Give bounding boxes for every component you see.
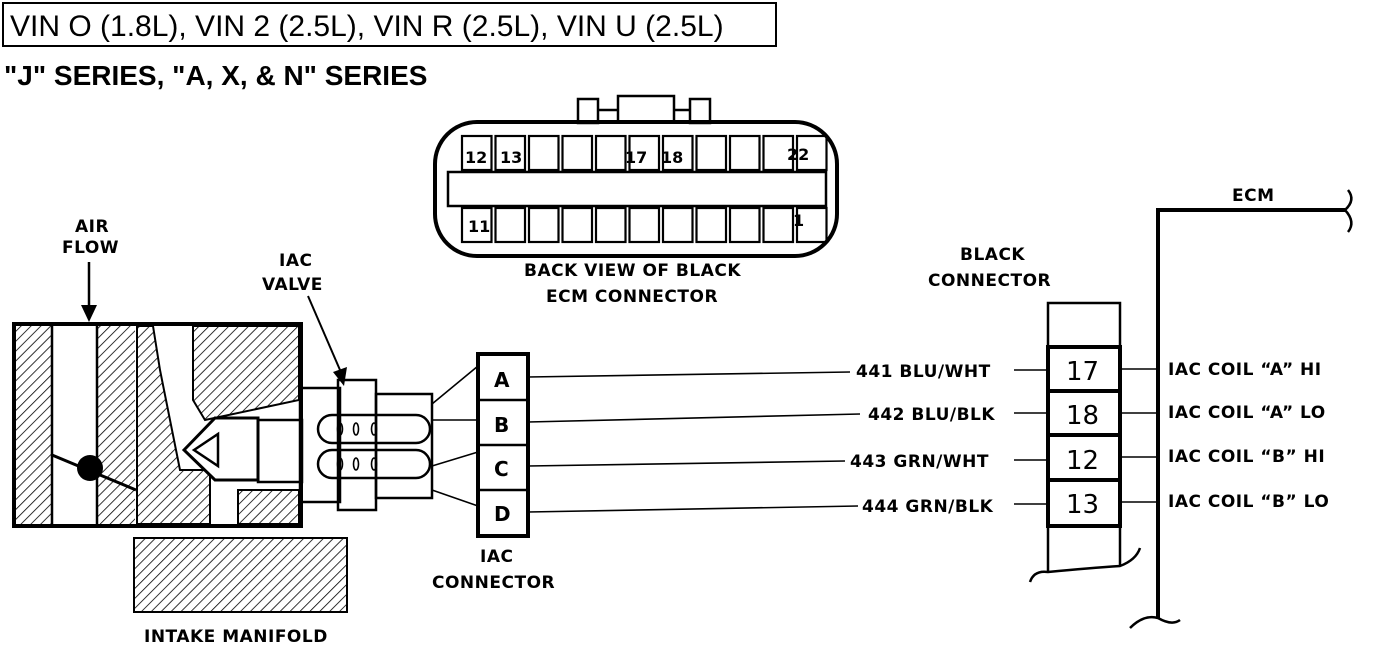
bottom-row-cavity xyxy=(561,206,594,244)
valve-ovals xyxy=(336,422,378,471)
vin-title: VIN O (1.8L), VIN 2 (2.5L), VIN R (2.5L)… xyxy=(10,10,724,43)
intake-manifold-label: INTAKE MANIFOLD xyxy=(144,627,328,646)
ecm-view-caption-1: BACK VIEW OF BLACK xyxy=(524,261,741,281)
iac-connector-label-1: IAC xyxy=(480,547,513,567)
black-connector-label-2: CONNECTOR xyxy=(928,271,1051,291)
ecm-connector-back-view: 12 13 17 18 22 11 1 xyxy=(433,94,839,258)
ecm-function-coil-b-lo: IAC COIL “B” LO xyxy=(1168,492,1329,512)
ecm-pin-17: 17 xyxy=(625,148,647,167)
top-row-cavity xyxy=(494,134,527,172)
iac-pin-a: A xyxy=(494,368,510,392)
series-title: "J" SERIES, "A, X, & N" SERIES xyxy=(4,60,427,91)
wire-a xyxy=(527,369,1048,378)
ecm-pin-18: 18 xyxy=(661,148,683,167)
wire-label-444: 444 GRN/BLK xyxy=(862,497,994,517)
wire-c xyxy=(527,459,1048,467)
wire-b xyxy=(527,412,1048,423)
top-row-cavity xyxy=(527,134,560,172)
iac-pin-c: C xyxy=(494,457,509,481)
ecm-label: ECM xyxy=(1232,186,1275,206)
top-row-cavity xyxy=(561,134,594,172)
top-row-cavity xyxy=(628,134,661,172)
bottom-row-cavity xyxy=(695,206,728,244)
iac-connector: A B C D xyxy=(476,352,530,538)
title-box xyxy=(2,2,777,47)
ecm-pin-22: 22 xyxy=(787,145,809,164)
ecm-boundary xyxy=(1129,189,1353,629)
iac-pin-b: B xyxy=(494,413,509,437)
bottom-row-cavity xyxy=(661,206,694,244)
intake-manifold-block xyxy=(133,537,348,613)
ecm-pin-11: 11 xyxy=(468,217,490,236)
black-connector: 17 18 12 13 xyxy=(1028,301,1142,583)
wire-label-442: 442 BLU/BLK xyxy=(868,405,995,425)
black-pin-12: 12 xyxy=(1066,446,1099,476)
iac-valve-body xyxy=(316,365,479,512)
top-row-cavity xyxy=(460,134,493,172)
throttle-body xyxy=(12,322,342,528)
top-row-cavity xyxy=(728,134,761,172)
ecm-pin-1: 1 xyxy=(793,211,804,230)
iac-connector-label-2: CONNECTOR xyxy=(432,573,555,593)
ecm-function-coil-a-lo: IAC COIL “A” LO xyxy=(1168,403,1326,423)
wire-d xyxy=(527,503,1048,513)
iac-pin-d: D xyxy=(494,502,511,526)
airflow-label-1: AIR xyxy=(75,217,109,237)
black-pin-18: 18 xyxy=(1066,401,1099,431)
black-pin-17: 17 xyxy=(1066,357,1099,387)
bottom-row-cavity xyxy=(795,206,828,244)
iac-valve-pointer xyxy=(307,295,347,386)
black-pin-13: 13 xyxy=(1066,490,1099,520)
wire-label-441: 441 BLU/WHT xyxy=(856,362,991,382)
bottom-row-cavity xyxy=(628,206,661,244)
bottom-row-cavity xyxy=(762,206,795,244)
throttle-plate-pivot xyxy=(77,455,103,481)
ecm-pin-12: 12 xyxy=(465,148,487,167)
ecm-view-caption-2: ECM CONNECTOR xyxy=(546,287,718,307)
black-connector-label-1: BLACK xyxy=(960,245,1025,265)
ecm-function-coil-b-hi: IAC COIL “B” HI xyxy=(1168,447,1325,467)
iac-valve-label-1: IAC xyxy=(279,251,312,271)
bottom-row-cavity xyxy=(460,206,493,244)
top-row-cavity xyxy=(795,134,828,172)
airflow-label-2: FLOW xyxy=(62,238,119,258)
ecm-pin-13: 13 xyxy=(500,148,522,167)
top-row-cavity xyxy=(661,134,694,172)
bottom-row-cavity xyxy=(594,206,627,244)
bottom-row-cavity xyxy=(527,206,560,244)
wire-label-443: 443 GRN/WHT xyxy=(850,452,989,472)
ecm-function-coil-a-hi: IAC COIL “A” HI xyxy=(1168,360,1322,380)
airflow-arrow xyxy=(81,262,97,322)
iac-valve-label-2: VALVE xyxy=(262,275,323,295)
top-row-cavity xyxy=(695,134,728,172)
top-row-cavity xyxy=(594,134,627,172)
top-row-cavity xyxy=(762,134,795,172)
bottom-row-cavity xyxy=(494,206,527,244)
bottom-row-cavity xyxy=(728,206,761,244)
